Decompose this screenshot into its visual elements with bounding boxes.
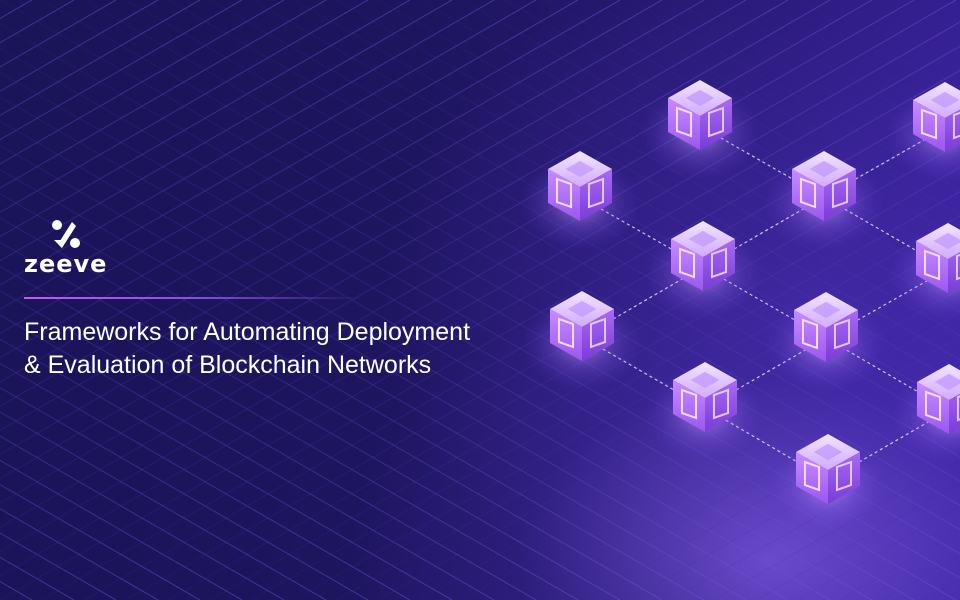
block-cube-icon (885, 82, 960, 182)
zeeve-logo-icon (52, 220, 80, 248)
block-cube-icon (640, 80, 760, 180)
headline-divider (24, 297, 364, 299)
logo-wordmark: zeeve (24, 250, 108, 278)
zeeve-logo[interactable]: zeeve (24, 218, 114, 278)
block-cube-icon (522, 291, 642, 391)
block-cube-icon (889, 364, 960, 464)
block-cube-icon (888, 223, 960, 323)
block-cube-icon (768, 434, 888, 534)
block-cube-icon (645, 362, 765, 462)
block-cube-icon (520, 151, 640, 251)
block-cube-icon (766, 292, 886, 392)
title-line-2: & Evaluation of Blockchain Networks (24, 351, 432, 379)
page-title: Frameworks for Automating Deployment & E… (24, 316, 524, 382)
title-line-1: Frameworks for Automating Deployment (24, 318, 471, 346)
block-cube-icon (764, 151, 884, 251)
block-cube-icon (643, 221, 763, 321)
